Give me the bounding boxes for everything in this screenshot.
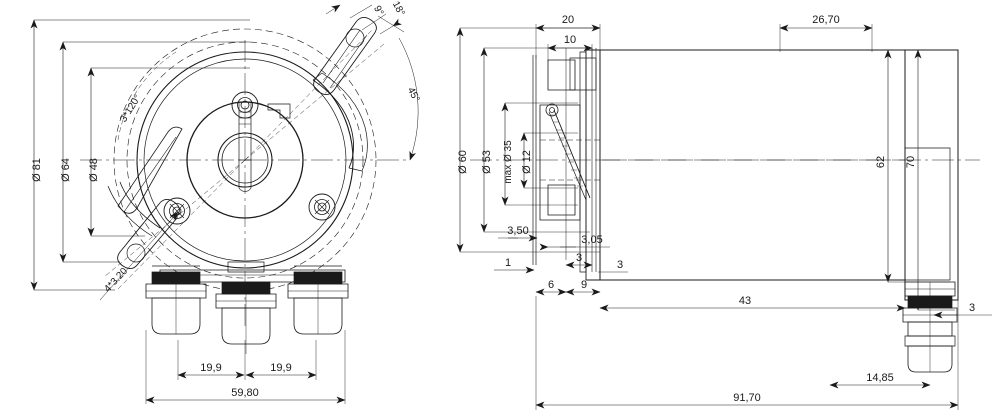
label-angle-9: 9°: [371, 4, 385, 18]
label-spacing-left: 19,9: [200, 362, 221, 374]
cable-gland-middle: [215, 261, 277, 354]
label-20: 20: [562, 14, 574, 26]
label-d53: Ø 53: [481, 150, 493, 174]
label-62: 62: [875, 156, 887, 168]
label-3x120: 3*120°: [118, 93, 143, 124]
label-3-05: 3,05: [581, 234, 602, 246]
label-4x320: 4*3.20: [102, 266, 130, 295]
label-3-right: 3: [617, 259, 623, 271]
label-d48: Ø 48: [88, 158, 100, 182]
clamp-arm-upper: [312, 17, 377, 172]
label-91-70: 91,70: [733, 392, 761, 404]
dimension-labels: Ø 81 Ø 64 Ø 48 3*120° 4*3.20 9° 18° 45° …: [31, 0, 975, 404]
side-view-geometry: [470, 48, 980, 373]
label-overall-width: 59,80: [231, 387, 259, 399]
side-view-dimensions: [456, 24, 992, 410]
label-3-50: 3,50: [507, 225, 528, 237]
label-angle-45: 45°: [405, 86, 422, 105]
label-angle-18: 18°: [390, 0, 407, 18]
label-43: 43: [739, 295, 751, 307]
label-1: 1: [505, 257, 511, 269]
label-70: 70: [905, 156, 917, 168]
label-26-70: 26,70: [812, 14, 840, 26]
label-9: 9: [581, 279, 587, 291]
cable-gland-right: [287, 271, 349, 335]
label-10: 10: [564, 34, 576, 46]
label-d12: Ø 12: [521, 150, 533, 174]
label-d64: Ø 64: [60, 158, 72, 182]
label-spacing-right: 19,9: [270, 362, 291, 374]
front-view-dimensions: [30, 4, 419, 404]
label-3-left: 3: [576, 252, 582, 264]
cable-gland-side: [902, 281, 958, 373]
label-6: 6: [548, 279, 554, 291]
label-14-85: 14,85: [866, 372, 894, 384]
cable-gland-left: [145, 271, 207, 335]
label-d81: Ø 81: [31, 158, 43, 182]
clamp-arm-lower: [107, 126, 183, 269]
label-3-far-right: 3: [969, 302, 975, 314]
label-d60: Ø 60: [457, 150, 469, 174]
label-max-d35: max Ø 35: [503, 140, 514, 184]
